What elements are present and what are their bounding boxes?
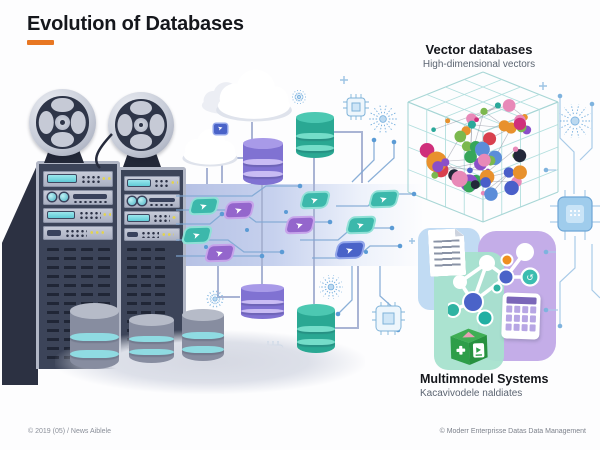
database-cylinder-icon	[182, 309, 224, 361]
module-buttons	[78, 211, 101, 220]
module-screen	[46, 211, 75, 219]
module-buttons	[64, 229, 87, 237]
badge-icon: ↺	[520, 267, 540, 287]
rack-module	[42, 190, 114, 205]
module-leds	[88, 230, 105, 235]
data-chip-icon: ➤	[301, 192, 329, 208]
title-accent-bar	[27, 40, 54, 45]
module-leds	[170, 180, 179, 185]
table-icon	[501, 292, 541, 340]
rack-module	[124, 194, 180, 208]
module-knob	[59, 193, 68, 201]
rack-module	[42, 171, 114, 187]
cloud-icon	[178, 126, 242, 175]
database-cylinder-icon	[70, 303, 119, 369]
rack-vent	[127, 248, 137, 358]
module-buttons	[80, 175, 101, 184]
multimodel-title: Multimnodel Systems	[420, 372, 549, 386]
database-cylinder-icon	[129, 314, 174, 363]
module-slot	[127, 232, 139, 237]
data-chip-icon: ➤	[183, 227, 211, 243]
vector-db-annotation: Vector databases High-dimensional vector…	[398, 42, 560, 70]
data-chip-icon: ➤	[370, 191, 398, 207]
data-chip-icon: ➤	[336, 242, 364, 258]
data-chip-icon: ➤	[286, 217, 314, 233]
rack-side-panel	[2, 163, 38, 385]
data-chip-icon: ➤	[225, 202, 253, 218]
rack-module	[42, 208, 114, 223]
module-screen	[127, 179, 152, 187]
vector-db-subtitle: High-dimensional vectors	[422, 59, 536, 70]
cloud-icon	[210, 68, 298, 129]
tape-reel-icon	[29, 89, 96, 156]
module-buttons	[141, 231, 160, 238]
module-slot	[46, 230, 61, 236]
module-slot	[72, 194, 107, 199]
module-screen	[127, 214, 151, 222]
database-cylinder-icon	[296, 112, 334, 158]
vector-db-title: Vector databases	[425, 42, 533, 57]
module-leds	[171, 215, 178, 220]
copyright-left: © 2019 (05) / News Aiblele	[28, 428, 111, 435]
tape-reel-icon	[108, 92, 174, 158]
module-leds	[101, 212, 111, 217]
module-knob	[47, 193, 56, 201]
rack-module	[42, 226, 114, 240]
storage-box-icon	[450, 328, 488, 365]
multimodel-annotation: Multimnodel Systems Kacavivodele naldiat…	[420, 372, 590, 399]
database-cylinder-icon	[243, 138, 283, 185]
rack-module	[124, 211, 180, 225]
module-slot	[149, 198, 176, 202]
module-buttons	[72, 200, 107, 204]
rack-module	[124, 228, 180, 241]
rack-vent	[155, 248, 165, 358]
mini-chip-icon: ➤	[214, 124, 227, 134]
module-buttons	[149, 203, 176, 207]
multimodel-subtitle: Kacavivodele naldiates	[420, 388, 523, 399]
module-leds	[161, 232, 175, 237]
module-screen	[46, 174, 77, 183]
rack-vent	[141, 248, 151, 358]
rack-module	[124, 176, 180, 191]
data-chip-icon: ➤	[347, 217, 375, 233]
data-chip-icon: ➤	[190, 198, 218, 214]
graph-network-icon: ↺	[448, 243, 540, 327]
database-cylinder-icon	[297, 304, 335, 353]
module-knob	[138, 197, 147, 205]
database-cylinder-icon	[241, 284, 284, 319]
svg-text:↺: ↺	[526, 274, 534, 284]
module-buttons	[153, 214, 171, 222]
module-leds	[100, 176, 112, 181]
module-buttons	[154, 179, 171, 187]
vector-cube-icon	[407, 71, 559, 223]
copyright-right: © Moderr Enterprisse Datas Data Manageme…	[439, 428, 586, 435]
module-knob	[128, 197, 137, 205]
page-title: Evolution of Databases	[27, 13, 244, 35]
data-chip-icon: ➤	[206, 245, 234, 261]
